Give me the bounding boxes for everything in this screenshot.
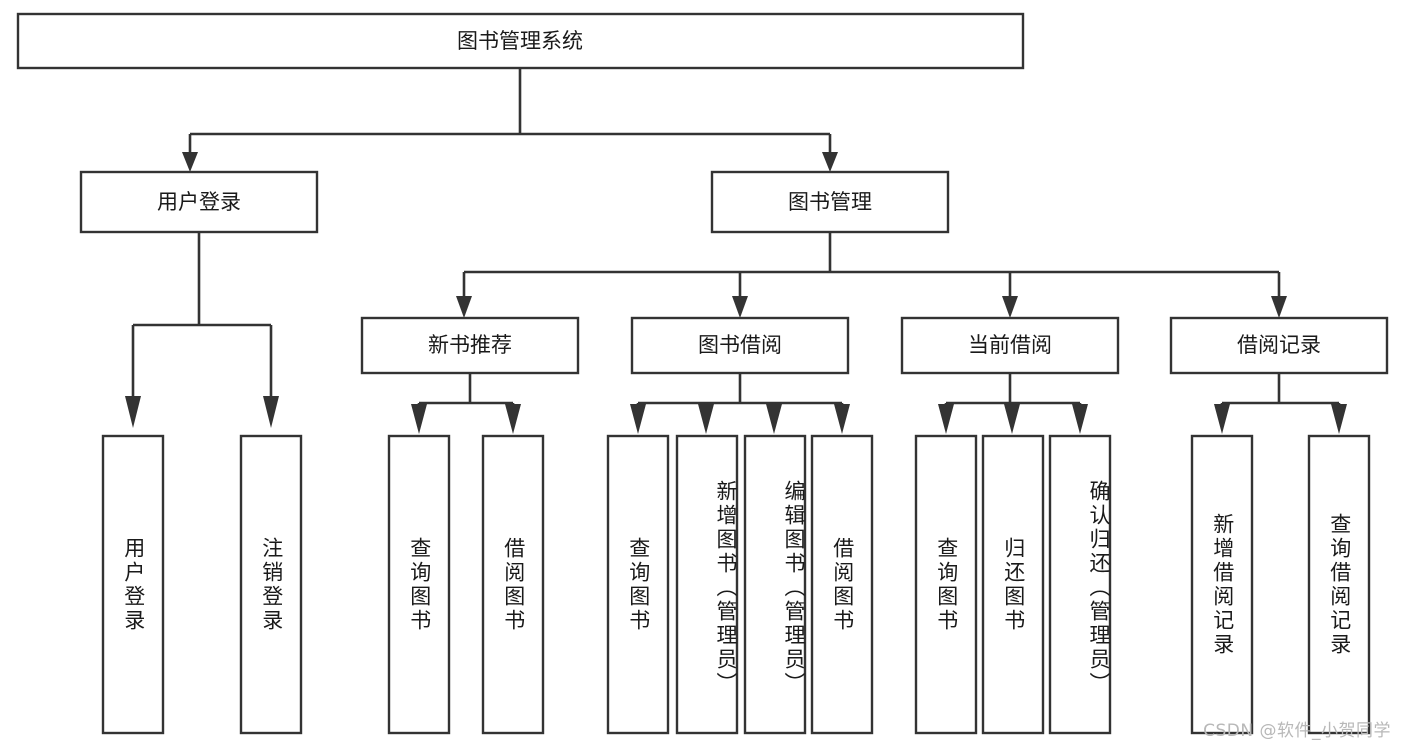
arrow-down-icon (263, 396, 279, 428)
level2-label-user-login: 用户登录 (157, 190, 241, 214)
connector-book-management-to-level3 (456, 232, 1287, 318)
arrow-down-icon (1331, 404, 1347, 434)
leaf-box-cb-2[interactable] (1048, 434, 1112, 735)
leaf-box-br-1[interactable] (1307, 434, 1371, 735)
level2-box-book-management[interactable] (710, 170, 950, 234)
leaf-box-br-0[interactable] (1190, 434, 1254, 735)
arrow-down-icon (1002, 296, 1018, 318)
leaf-box-bb-1[interactable] (675, 434, 739, 735)
node-borrow-record[interactable]: 借阅记录 (1169, 316, 1389, 375)
connector-book-borrow-to-leaves (630, 373, 850, 434)
level3-label-borrow-record: 借阅记录 (1237, 333, 1321, 357)
leaf-box-cb-1[interactable] (981, 434, 1045, 735)
arrow-down-icon (822, 152, 838, 172)
level3-box-new-book-recommend[interactable] (360, 316, 580, 375)
arrow-down-icon (630, 404, 646, 434)
level3-box-borrow-record[interactable] (1169, 316, 1389, 375)
node-book-management[interactable]: 图书管理 (710, 170, 950, 234)
connector-root-to-level2 (182, 68, 838, 172)
arrow-down-icon (1072, 404, 1088, 434)
leaf-box-bb-2[interactable] (743, 434, 807, 735)
level3-label-new-book-recommend: 新书推荐 (428, 333, 512, 357)
arrow-down-icon (834, 404, 850, 434)
node-new-book-recommend[interactable]: 新书推荐 (360, 316, 580, 375)
connector-new-book-recommend-to-leaves (411, 373, 521, 434)
connector-user-login-to-leaves (125, 232, 279, 428)
node-user-login[interactable]: 用户登录 (79, 170, 319, 234)
connector-current-borrow-to-leaves (938, 373, 1088, 434)
leaf-box-nbr-1[interactable] (481, 434, 545, 735)
arrow-down-icon (1214, 404, 1230, 434)
arrow-down-icon (732, 296, 748, 318)
level3-label-current-borrow: 当前借阅 (968, 333, 1052, 357)
arrow-down-icon (505, 404, 521, 434)
arrow-down-icon (456, 296, 472, 318)
leaf-box-bb-3[interactable] (810, 434, 874, 735)
arrow-down-icon (766, 404, 782, 434)
arrow-down-icon (125, 396, 141, 428)
arrow-down-icon (182, 152, 198, 172)
arrow-down-icon (938, 404, 954, 434)
arrow-down-icon (411, 404, 427, 434)
leaf-box-user-login-1[interactable] (239, 434, 303, 735)
node-book-borrow[interactable]: 图书借阅 (630, 316, 850, 375)
level3-box-current-borrow[interactable] (900, 316, 1120, 375)
leaf-box-nbr-0[interactable] (387, 434, 451, 735)
connector-borrow-record-to-leaves (1214, 373, 1347, 434)
arrow-down-icon (698, 404, 714, 434)
node-root[interactable]: 图书管理系统 (16, 12, 1025, 70)
root-box[interactable] (16, 12, 1025, 70)
level3-box-book-borrow[interactable] (630, 316, 850, 375)
arrow-down-icon (1271, 296, 1287, 318)
leaf-box-user-login-0[interactable] (101, 434, 165, 735)
leaf-box-bb-0[interactable] (606, 434, 670, 735)
node-current-borrow[interactable]: 当前借阅 (900, 316, 1120, 375)
csdn-watermark: CSDN @软件_小贺同学 (1203, 721, 1391, 741)
root-label: 图书管理系统 (457, 29, 583, 53)
level3-label-book-borrow: 图书借阅 (698, 333, 782, 357)
arrow-down-icon (1004, 404, 1020, 434)
leaf-box-cb-0[interactable] (914, 434, 978, 735)
level2-label-book-management: 图书管理 (788, 190, 872, 214)
